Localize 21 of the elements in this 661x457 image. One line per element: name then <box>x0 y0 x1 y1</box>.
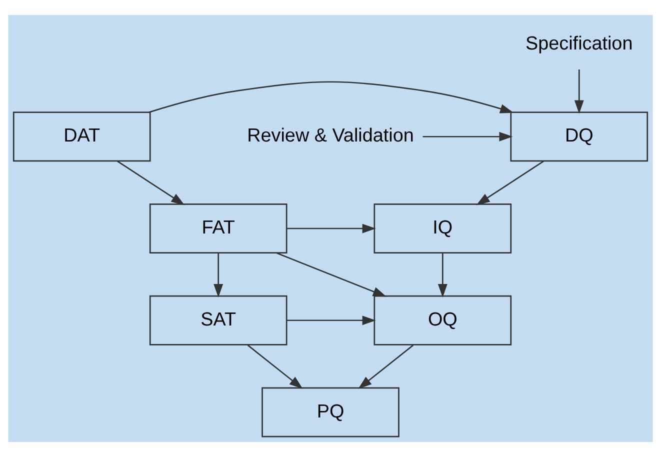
arrow <box>476 160 544 206</box>
arrow <box>286 224 376 234</box>
arrow <box>276 252 386 297</box>
arrow <box>117 160 185 206</box>
node-box: DQ <box>510 112 648 162</box>
arrow <box>247 344 303 389</box>
node-box: OQ <box>374 295 512 346</box>
node-box: DAT <box>12 112 151 162</box>
arrow <box>574 70 584 114</box>
node-text: Review & Validation <box>247 126 414 147</box>
arrow <box>422 132 513 142</box>
arrow <box>286 316 376 326</box>
arrow <box>214 253 224 298</box>
arrow <box>358 344 414 389</box>
node-box: SAT <box>149 295 288 346</box>
arrow <box>149 81 514 114</box>
node-box: FAT <box>149 204 288 254</box>
node-box: IQ <box>374 204 512 254</box>
node-box: PQ <box>262 387 400 438</box>
arrow <box>438 253 448 298</box>
node-text: Specification <box>526 34 633 55</box>
